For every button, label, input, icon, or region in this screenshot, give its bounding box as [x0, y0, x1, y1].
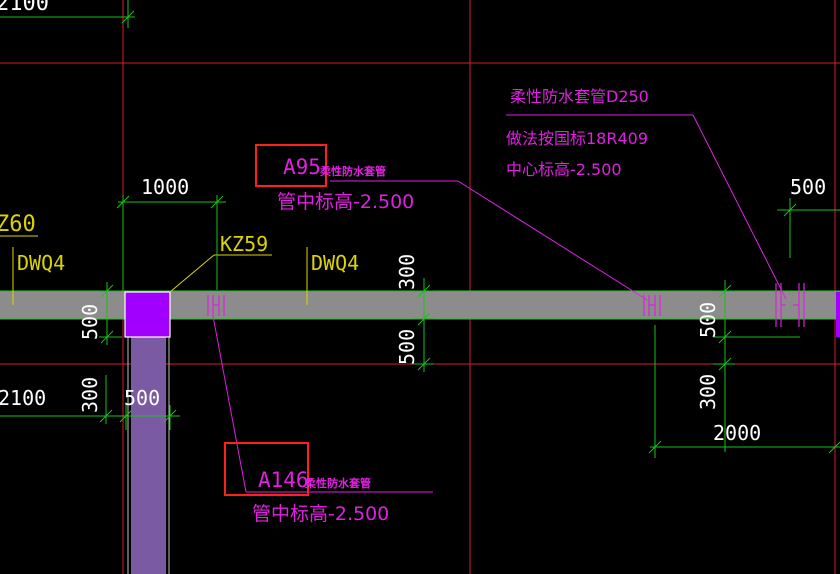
column-right-edge: [836, 292, 840, 337]
sleeve-symbol-d250[interactable]: [775, 283, 805, 327]
sleeve-type-a95: 柔性防水套管: [319, 164, 386, 178]
sleeve-tag-a146[interactable]: A146: [258, 468, 309, 492]
column-lower[interactable]: [131, 337, 166, 574]
leader-a146: [212, 315, 433, 493]
atlas-ref-label: 做法按国标18R409: [506, 129, 648, 148]
dim-500-top-right: 500: [790, 175, 826, 199]
dim-300-right-vert: 300: [696, 374, 720, 410]
z60-partial-label: Z60: [0, 212, 36, 237]
dim-500-right-vert: 500: [696, 302, 720, 338]
dim-500-left-horiz: 500: [124, 386, 160, 410]
highlight-box-a146: [224, 442, 309, 496]
sleeve-type-a146: 柔性防水套管: [304, 476, 371, 490]
sleeve-symbol-a95[interactable]: [207, 295, 225, 316]
dim-2000-right: 2000: [713, 421, 761, 445]
wall-label-dwq4-left[interactable]: DWQ4: [17, 251, 65, 275]
dim-left-vertical: [0, 282, 180, 430]
dim-300-mid: 300: [395, 254, 419, 290]
center-elev-label: 中心标高-2.500: [506, 160, 622, 179]
column-kz59[interactable]: [124, 291, 171, 338]
pipe-center-a146: 管中标高-2.500: [252, 503, 389, 525]
dim-500-left-vert: 500: [78, 304, 102, 340]
top-left-partial-dim-text: 2100: [0, 0, 49, 16]
dim-2100-left: 2100: [0, 386, 46, 410]
sleeve-symbol-right[interactable]: [643, 295, 661, 316]
dim-1000-text: 1000: [141, 175, 189, 199]
column-label-kz59[interactable]: KZ59: [220, 232, 268, 256]
leader-d250: [506, 114, 787, 300]
dim-right: [648, 198, 840, 458]
dim-mid-vertical: [414, 278, 434, 372]
highlight-box-a95: [255, 144, 327, 187]
dim-1000: [116, 195, 226, 290]
sleeve-tag-a95[interactable]: A95: [283, 155, 321, 179]
sleeve-d250-label[interactable]: 柔性防水套管D250: [510, 87, 649, 106]
top-left-partial-dim: 2100: [0, 0, 135, 28]
pipe-center-a95: 管中标高-2.500: [277, 191, 414, 213]
wall-label-dwq4-right[interactable]: DWQ4: [311, 251, 359, 275]
leader-a95: [330, 180, 648, 301]
dim-300-left-vert: 300: [78, 377, 102, 413]
dim-500-mid-lower: 500: [395, 329, 419, 365]
